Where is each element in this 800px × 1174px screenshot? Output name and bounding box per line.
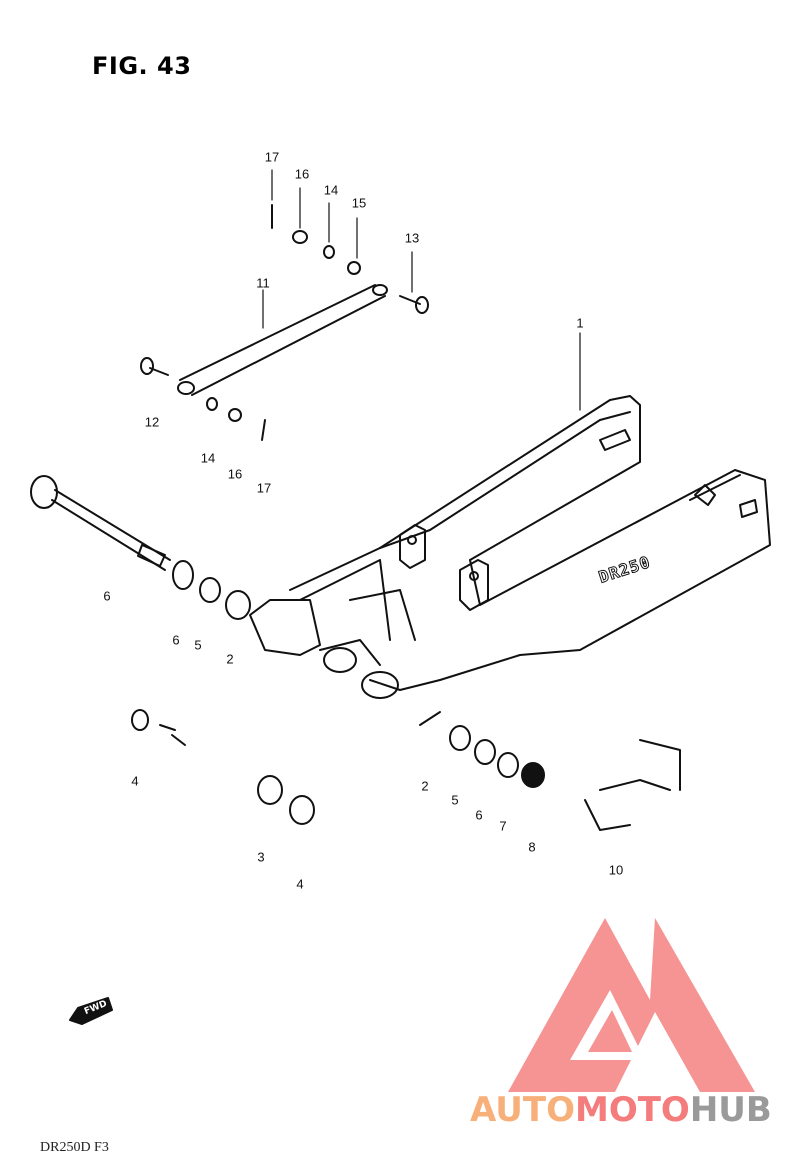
callout-16-lower: 16: [227, 466, 243, 482]
callout-3-a: 3: [257, 849, 265, 865]
callout-8: 8: [528, 839, 536, 855]
callout-2-b: 2: [421, 778, 429, 794]
figure-title: FIG. 43: [92, 52, 192, 80]
callout-14-lower: 14: [200, 450, 216, 466]
pivot-washers: [172, 560, 251, 620]
callout-7: 7: [499, 818, 507, 834]
callout-17-lower: 17: [256, 480, 272, 496]
callout-16-upper: 16: [294, 166, 310, 182]
callout-6-a: 6: [103, 588, 111, 604]
callout-6-c: 6: [475, 807, 483, 823]
fwd-arrow: [69, 997, 113, 1025]
leader-lines: [262, 169, 581, 411]
callout-13: 13: [404, 230, 420, 246]
upper-fasteners: [271, 204, 361, 275]
callout-4-a: 4: [131, 773, 139, 789]
callout-12: 12: [144, 414, 160, 430]
torque-link-rod: [177, 284, 388, 396]
callout-2-a: 2: [226, 651, 234, 667]
callout-1: 1: [576, 315, 584, 331]
callout-4-b: 4: [296, 876, 304, 892]
model-code: DR250D F3: [40, 1140, 109, 1155]
callout-10: 10: [608, 862, 624, 878]
callout-15: 15: [351, 195, 367, 211]
chain-guard: [584, 739, 681, 831]
watermark-part-auto: AUTO: [470, 1090, 575, 1130]
bolt-12: [140, 357, 169, 376]
lower-fasteners: [206, 397, 266, 441]
callout-11: 11: [256, 275, 270, 291]
callout-6-b: 6: [172, 632, 180, 648]
watermark-part-hub: HUB: [689, 1090, 772, 1130]
right-bushings: [419, 711, 545, 788]
callout-17-upper: 17: [264, 149, 280, 165]
watermark-part-moto: MOTO: [574, 1090, 690, 1130]
callout-14-upper: 14: [323, 182, 339, 198]
watermark-text: AUTOMOTOHUB: [470, 1090, 772, 1130]
left-bushings: [131, 709, 315, 825]
pivot-shaft: [30, 475, 171, 571]
bolt-13: [399, 295, 429, 314]
watermark-logo: [508, 918, 755, 1092]
callout-5-b: 5: [451, 792, 459, 808]
swingarm-part: [249, 395, 771, 699]
callout-5-a: 5: [194, 637, 202, 653]
